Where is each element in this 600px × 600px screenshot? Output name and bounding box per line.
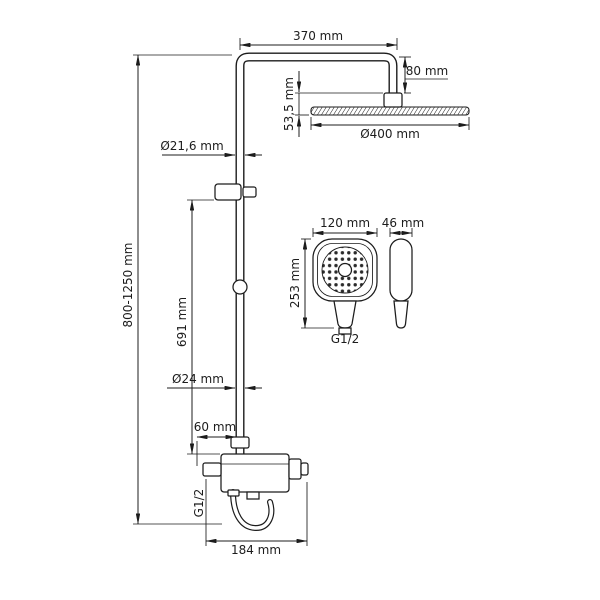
dim-head-drop: 80 mm	[399, 56, 448, 94]
dim-total-height: 800-1250 mm	[121, 54, 232, 525]
mixer-handle-cap	[300, 462, 309, 476]
hand-shower-handle	[333, 300, 357, 329]
dim-riser-section: 691 mm	[175, 199, 220, 455]
dim-handshower-width: 120 mm	[312, 216, 378, 237]
dim-head-drop-label: 80 mm	[406, 64, 448, 78]
dim-head-thickness: 53,5 mm	[282, 71, 383, 137]
rain-shower-head	[310, 106, 470, 116]
dim-handshower-width-label: 120 mm	[320, 216, 370, 230]
dim-handshower-length-label: 253 mm	[288, 258, 302, 308]
dim-handshower-depth: 46 mm	[382, 216, 424, 237]
dim-lower-pipe-diameter: Ø24 mm	[167, 372, 262, 391]
dim-riser-diameter-label: Ø21,6 mm	[160, 139, 223, 153]
dim-riser-diameter: Ø21,6 mm	[160, 139, 262, 158]
hose-nut	[227, 489, 240, 497]
dim-spout-offset: 60 mm	[194, 420, 237, 466]
riser-pipe-inner	[236, 53, 397, 454]
head-mount	[383, 92, 403, 108]
dim-total-height-label: 800-1250 mm	[121, 243, 135, 328]
hose-outlet	[246, 491, 260, 500]
riser-nut	[230, 436, 250, 449]
handshower-thread-label: G1/2	[331, 332, 360, 346]
dim-head-diameter: Ø400 mm	[310, 117, 470, 141]
dim-top-width-label: 370 mm	[293, 29, 343, 43]
hand-shower-front	[312, 238, 378, 335]
dim-top-width: 370 mm	[239, 29, 398, 50]
shower-hose	[227, 489, 275, 532]
handle-connector	[338, 327, 352, 335]
inlet-thread-label: G1/2	[192, 489, 206, 518]
dim-spout-offset-label: 60 mm	[194, 420, 236, 434]
dim-lower-pipe-diameter-label: Ø24 mm	[172, 372, 224, 386]
dim-mixer-width-label: 184 mm	[231, 543, 281, 557]
hand-shower-detail	[312, 238, 413, 335]
wall-inlet	[202, 462, 222, 477]
mixer-body	[202, 453, 309, 500]
dim-mixer-width: 184 mm	[205, 479, 308, 557]
mixer-handle	[288, 458, 302, 480]
dim-handshower-length: 253 mm	[288, 238, 334, 329]
shower-column	[202, 52, 470, 532]
dim-head-diameter-label: Ø400 mm	[360, 127, 420, 141]
dim-handshower-depth-label: 46 mm	[382, 216, 424, 230]
dim-head-thickness-label: 53,5 mm	[282, 77, 296, 131]
riser-connector	[232, 279, 248, 295]
hand-shower-side	[389, 238, 413, 329]
slider-bracket	[214, 183, 242, 201]
bracket-knob	[242, 186, 257, 198]
spray-mode-button	[337, 262, 353, 278]
dim-riser-section-label: 691 mm	[175, 297, 189, 347]
